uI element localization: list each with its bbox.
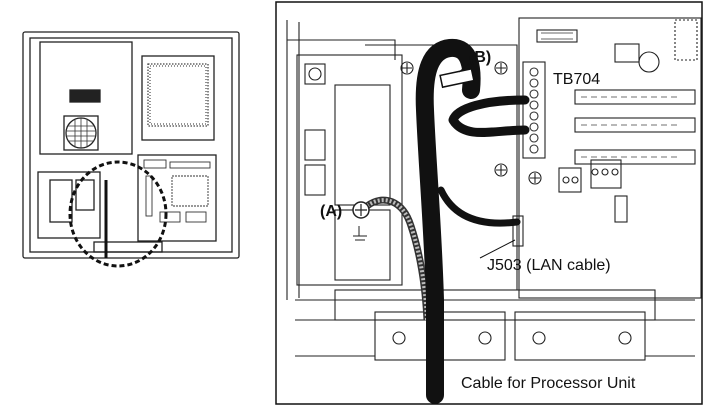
cable-clamp <box>93 241 163 253</box>
label-callout-a: (A) <box>320 203 342 220</box>
connector-block-1 <box>558 167 582 193</box>
screw-top-center <box>400 61 414 75</box>
cabinet-inner-frame <box>29 37 233 253</box>
label-tb704: TB704 <box>553 71 600 88</box>
screw-right-mid <box>494 163 508 177</box>
magnify-circle <box>68 160 168 268</box>
connector-j503 <box>512 215 524 247</box>
info-label <box>69 89 101 103</box>
terminal-row-1 <box>574 89 696 105</box>
pcb <box>518 17 702 299</box>
terminal-block-tb704 <box>522 61 546 159</box>
label-j503: J503 (LAN cable) <box>487 257 611 274</box>
lan-cable <box>437 186 521 227</box>
connector-block-2 <box>590 159 622 189</box>
ground-symbol <box>353 226 367 241</box>
left-housing <box>286 20 300 300</box>
cable-clamp-b <box>439 67 475 89</box>
processor-cable <box>415 39 481 404</box>
cover-plate <box>39 41 133 155</box>
terminal-row-3 <box>574 149 696 165</box>
detail-diagram: (B) (A) TB704 J503 (LAN cable) Cable for… <box>275 1 703 405</box>
lower-bracket <box>37 171 101 239</box>
cabinet-outline <box>22 31 240 259</box>
mounting-plate <box>296 54 403 286</box>
label-callout-b: (B) <box>469 49 491 66</box>
unit-overview-diagram <box>22 31 240 268</box>
tb704-cable <box>448 95 530 137</box>
terminal-row-2 <box>574 117 696 133</box>
circuit-board <box>137 154 217 242</box>
label-processor-cable: Cable for Processor Unit <box>461 375 636 392</box>
fan-grille <box>63 115 99 151</box>
vent-panel <box>141 55 215 141</box>
screw-right-top <box>494 61 508 75</box>
